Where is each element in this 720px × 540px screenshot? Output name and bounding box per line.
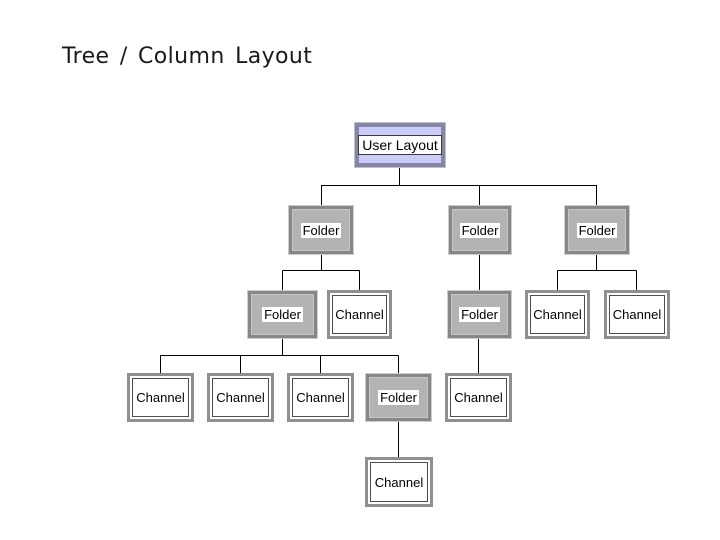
node-root-user-layout: User Layout (354, 122, 446, 168)
node-inner: Channel (332, 295, 387, 334)
node-label: Channel (374, 474, 424, 490)
node-inner: Folder (452, 295, 507, 334)
node-folder-f1-1-4: Folder (365, 373, 432, 422)
node-channel-f2-1-1: Channel (445, 373, 512, 422)
node-channel-f3-2: Channel (604, 290, 670, 339)
node-label: Channel (136, 390, 185, 405)
node-inner: Channel (530, 295, 585, 334)
node-inner: Channel (292, 378, 349, 417)
connectors-folder-f1 (282, 255, 360, 290)
node-label: Folder (576, 222, 618, 238)
node-label: Folder (300, 222, 342, 238)
node-channel-f1-1-4-1: Channel (365, 457, 433, 507)
node-label: Channel (533, 307, 582, 322)
node-inner: Channel (212, 378, 269, 417)
node-folder-f3: Folder (564, 205, 630, 255)
node-label: Channel (612, 307, 662, 322)
node-inner: Folder (370, 378, 427, 417)
node-inner: Folder (569, 210, 625, 250)
node-label: Channel (216, 390, 265, 405)
node-folder-f2: Folder (448, 205, 512, 255)
node-inner: Channel (132, 378, 189, 417)
node-folder-f1: Folder (288, 205, 354, 255)
node-inner: Folder (453, 210, 507, 250)
node-channel-f3-1: Channel (525, 290, 590, 339)
node-channel-f1-1-2: Channel (207, 373, 274, 422)
node-label: User Layout (358, 135, 442, 155)
node-folder-f2-1: Folder (447, 290, 512, 339)
connectors-folder-f3 (557, 255, 637, 290)
node-folder-f1-1: Folder (247, 290, 318, 339)
node-inner: Channel (370, 462, 428, 502)
node-label: Channel (454, 390, 503, 405)
node-channel-f1-2: Channel (327, 290, 392, 339)
node-inner: User Layout (358, 127, 442, 163)
node-channel-f1-1-3: Channel (287, 373, 354, 422)
node-inner: Folder (293, 210, 349, 250)
node-label: Folder (459, 222, 501, 238)
node-label: Folder (262, 307, 303, 322)
node-channel-f1-1-1: Channel (127, 373, 194, 422)
connectors-folder-f1-1 (160, 339, 399, 373)
node-inner: Channel (609, 295, 665, 334)
node-inner: Folder (252, 295, 313, 334)
node-label: Folder (459, 307, 500, 322)
node-label: Channel (335, 307, 384, 322)
node-label: Folder (378, 390, 419, 405)
connectors-root (321, 168, 597, 205)
node-inner: Channel (450, 378, 507, 417)
slide-title: Tree / Column Layout (62, 44, 313, 69)
node-label: Channel (296, 390, 345, 405)
